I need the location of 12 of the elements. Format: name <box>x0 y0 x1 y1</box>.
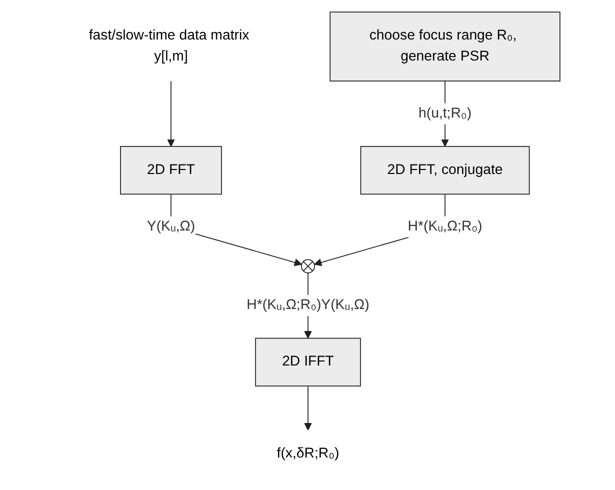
node-box: 2D FFT <box>120 146 222 195</box>
node-box: choose focus range R₀, generate PSR <box>329 12 560 82</box>
node-text: fast/slow-time data matrix y[l,m] <box>88 28 249 64</box>
edge-label: H*(Kᵤ,Ω;R₀)Y(Kᵤ,Ω) <box>246 298 369 313</box>
edge-label: h(u,t;R₀) <box>418 106 472 121</box>
arrow <box>304 386 312 431</box>
node-box: 2D FFT, conjugate <box>360 146 530 195</box>
edge-label: H*(Kᵤ,Ω;R₀) <box>407 218 482 234</box>
node-text: f(x,δR;R₀) <box>276 446 339 462</box>
arrow <box>166 80 174 147</box>
node-box: 2D IFFT <box>254 338 360 386</box>
edge-label: Y(Kᵤ,Ω) <box>146 218 195 234</box>
